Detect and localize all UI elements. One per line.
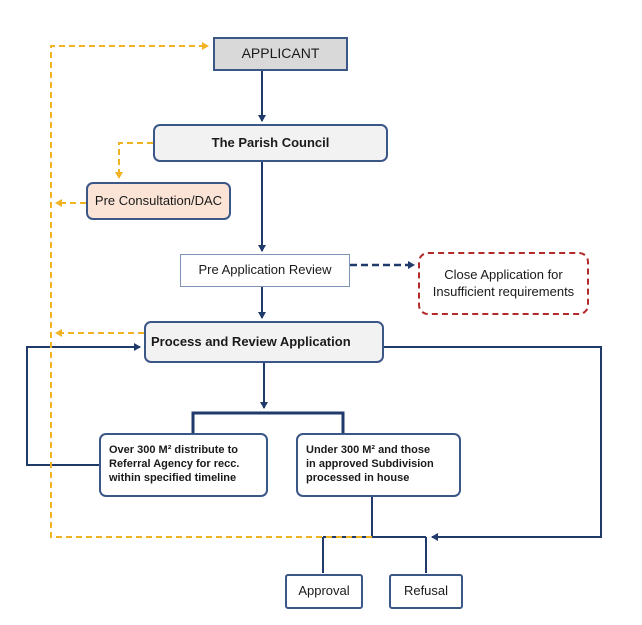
- applicant-node: APPLICANT: [213, 37, 348, 71]
- refusal-node: Refusal: [389, 574, 463, 609]
- pre-consultation-node: Pre Consultation/DAC: [86, 182, 231, 220]
- loop-over300-to-process: [26, 343, 141, 466]
- feedback-bottom-to-applicant: [50, 42, 372, 538]
- pre-consultation-label: Pre Consultation/DAC: [94, 192, 223, 208]
- under-300-node: Under 300 M² and those in approved Subdi…: [296, 433, 461, 497]
- parish-council-node: The Parish Council: [153, 124, 388, 162]
- under-300-label: Under 300 M² and those in approved Subdi…: [306, 444, 434, 484]
- over-300-node: Over 300 M² distribute to Referral Agenc…: [99, 433, 268, 497]
- feedback-parish-to-preconsult: [115, 142, 153, 179]
- applicant-label: APPLICANT: [241, 45, 320, 62]
- pre-application-review-label: Pre Application Review: [198, 262, 332, 278]
- close-application-label: Close Application for Insufficient requi…: [432, 267, 575, 299]
- process-review-node: Process and Review Application: [144, 321, 384, 363]
- approval-label: Approval: [298, 583, 350, 599]
- pre-application-review-node: Pre Application Review: [180, 254, 350, 287]
- close-application-node: Close Application for Insufficient requi…: [418, 252, 589, 315]
- parish-council-label: The Parish Council: [211, 134, 330, 150]
- approval-node: Approval: [285, 574, 363, 609]
- process-to-decision-line: [384, 346, 602, 541]
- process-review-label: Process and Review Application: [151, 333, 351, 349]
- refusal-label: Refusal: [403, 583, 449, 599]
- over-300-label: Over 300 M² distribute to Referral Agenc…: [109, 444, 240, 484]
- branch-split-bar: [191, 411, 345, 433]
